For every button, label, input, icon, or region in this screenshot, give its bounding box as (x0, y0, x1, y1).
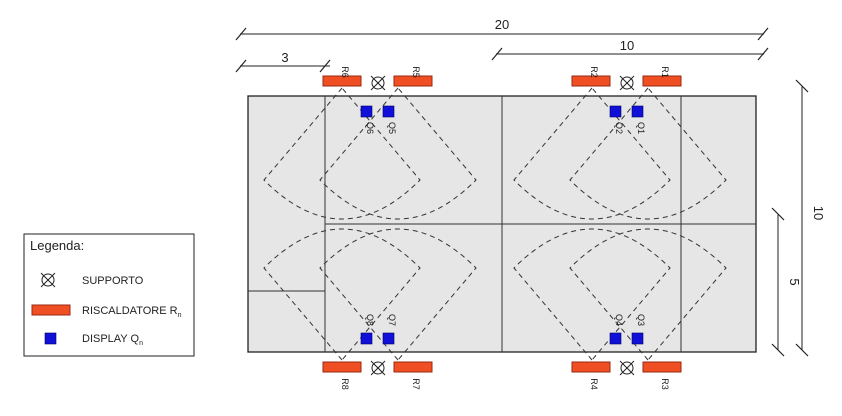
display-Q5 (382, 105, 395, 118)
legend-heater-subscript: n (178, 312, 182, 319)
display-label-Q3: Q3 (636, 314, 646, 326)
legend-support-label: SUPPORTO (82, 275, 144, 287)
display-Q1 (631, 105, 644, 118)
legend-heater-swatch (31, 304, 71, 316)
heat-cone-bottom (319, 228, 477, 361)
legend-display-text: DISPLAY Q (82, 333, 140, 345)
legend: Legenda: SUPPORTO RISCALDATORE Rn DISPLA… (23, 233, 195, 357)
heat-cone-top (319, 87, 477, 220)
dimension-half-length: 10 (491, 38, 769, 61)
legend-heater-text: RISCALDATORE R (82, 305, 178, 317)
dimension-offset: 3 (235, 50, 331, 73)
cross-circle-icon (40, 272, 56, 288)
heater-label-R3: R3 (660, 378, 670, 390)
heater-R8 (322, 361, 362, 373)
heater-R4 (571, 361, 611, 373)
heater-label-R6: R6 (340, 66, 350, 78)
heat-coverage-cones (263, 87, 727, 361)
partition-lines (248, 96, 756, 352)
display-label-Q4: Q4 (614, 314, 624, 326)
cross-circle-icon (619, 360, 635, 376)
heater-R3 (642, 361, 682, 373)
heat-cone-top (569, 87, 727, 220)
heater-label-R8: R8 (340, 378, 350, 390)
cross-circle-icon (619, 75, 635, 91)
display-label-Q5: Q5 (387, 122, 397, 134)
heat-cone-bottom (513, 228, 671, 361)
heater-R1 (642, 75, 682, 87)
display-label-Q1: Q1 (636, 122, 646, 134)
display-label-Q6: Q6 (365, 122, 375, 134)
cross-circle-icon (370, 360, 386, 376)
legend-display-swatch (44, 332, 57, 345)
cross-circle-icon (370, 75, 386, 91)
dimension-label-3: 3 (281, 50, 288, 65)
display-Q8 (360, 332, 373, 345)
heater-R7 (393, 361, 433, 373)
heater-label-R2: R2 (589, 66, 599, 78)
heat-cone-bottom (569, 228, 727, 361)
legend-title: Legenda: (30, 238, 84, 253)
display-Q2 (609, 105, 622, 118)
heat-cone-bottom (263, 228, 421, 361)
heater-label-R1: R1 (660, 66, 670, 78)
dimension-label-10-vertical: 10 (811, 206, 826, 220)
display-label-Q7: Q7 (387, 314, 397, 326)
display-Q6 (360, 105, 373, 118)
dimension-half-depth: 5 (771, 207, 802, 357)
dimension-depth: 10 (795, 79, 826, 357)
dimension-label-5: 5 (787, 278, 802, 285)
legend-display-label: DISPLAY Qn (82, 333, 143, 347)
dimension-total-length: 20 (235, 17, 769, 41)
heater-R5 (393, 75, 433, 87)
heat-cone-top (513, 87, 671, 220)
legend-heater-label: RISCALDATORE Rn (82, 305, 182, 319)
dimension-label-10: 10 (620, 38, 634, 53)
heater-label-R4: R4 (589, 378, 599, 390)
display-label-Q2: Q2 (614, 122, 624, 134)
display-label-Q8: Q8 (365, 314, 375, 326)
display-Q3 (631, 332, 644, 345)
heater-label-R5: R5 (411, 66, 421, 78)
legend-display-subscript: n (139, 340, 143, 347)
heater-R6 (322, 75, 362, 87)
display-Q4 (609, 332, 622, 345)
dimension-label-20: 20 (495, 17, 509, 32)
heat-cone-top (263, 87, 421, 220)
display-Q7 (382, 332, 395, 345)
heater-label-R7: R7 (411, 378, 421, 390)
heater-R2 (571, 75, 611, 87)
